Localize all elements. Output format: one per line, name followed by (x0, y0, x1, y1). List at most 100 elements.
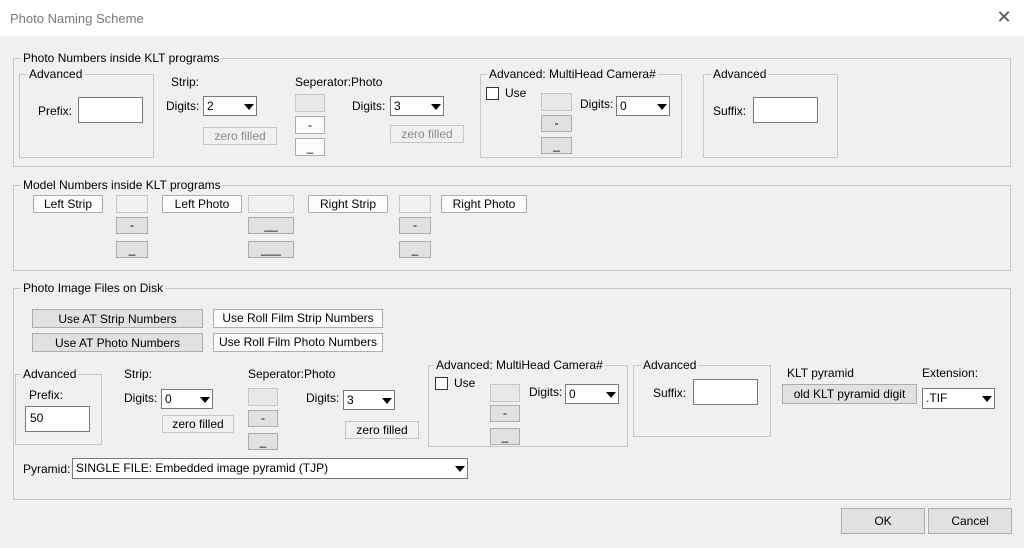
photo-zero-filled-check[interactable]: zero filled (390, 125, 464, 143)
pyramid-select[interactable]: SINGLE FILE: Embedded image pyramid (TJP… (72, 458, 468, 479)
right-strip-button[interactable]: Right Strip (308, 195, 388, 213)
model-sep1-underscore-button[interactable]: _ (116, 241, 148, 258)
suffix-label: Suffix: (713, 104, 747, 118)
strip-digits-select[interactable]: 2 (203, 96, 257, 116)
extension-label: Extension: (922, 366, 979, 380)
window-title: Photo Naming Scheme (10, 11, 144, 26)
file-strip-label: Strip: (124, 367, 153, 381)
separator-none-button[interactable] (295, 94, 325, 112)
klt-pyramid-label: KLT pyramid (787, 366, 854, 380)
file-multihead-digits-select[interactable]: 0 (565, 384, 619, 404)
use-roll-photo-button[interactable]: Use Roll Film Photo Numbers (213, 333, 383, 352)
chevron-down-icon (378, 391, 394, 409)
file-photo-digits-value: 3 (347, 393, 354, 407)
multihead-legend: Advanced: MultiHead Camera# (487, 67, 658, 81)
multihead-use-checkbox[interactable] (486, 87, 499, 100)
file-prefix-label: Prefix: (29, 388, 64, 402)
chevron-down-icon (451, 459, 467, 478)
close-icon[interactable]: ✕ (996, 7, 1012, 27)
strip-digits-value: 2 (207, 99, 214, 113)
image-files-legend: Photo Image Files on Disk (21, 281, 166, 295)
model-sep2-triple-underscore-button[interactable]: ___ (248, 241, 294, 258)
file-suffix-advanced-group (633, 365, 771, 437)
model-sep3-dash-button[interactable]: - (399, 217, 431, 234)
photo-digits-label: Digits: (352, 99, 386, 113)
photo-numbers-legend: Photo Numbers inside KLT programs (21, 51, 222, 65)
multihead-digits-value: 0 (620, 99, 627, 113)
model-sep2-none-button[interactable] (248, 195, 294, 213)
file-multihead-digits-value: 0 (569, 387, 576, 401)
use-at-photo-button[interactable]: Use AT Photo Numbers (32, 333, 203, 352)
separator-underscore-button[interactable]: _ (295, 138, 325, 156)
model-sep3-none-button[interactable] (399, 195, 431, 213)
model-sep1-dash-button[interactable]: - (116, 217, 148, 234)
separator-label: Seperator:Photo (295, 75, 383, 89)
file-suffix-advanced-legend: Advanced (641, 358, 699, 372)
ok-button[interactable]: OK (841, 508, 925, 534)
title-bar: Photo Naming Scheme ✕ (0, 0, 1024, 36)
separator-dash-button[interactable]: - (295, 116, 325, 134)
prefix-advanced-group (19, 74, 154, 158)
file-photo-digits-select[interactable]: 3 (343, 390, 395, 410)
file-separator-underscore-button[interactable]: _ (248, 433, 278, 450)
file-photo-zero-filled-check[interactable]: zero filled (345, 421, 419, 439)
model-sep3-underscore-button[interactable]: _ (399, 241, 431, 258)
file-multihead-none-button[interactable] (490, 384, 520, 402)
prefix-input[interactable] (78, 97, 143, 123)
prefix-advanced-legend: Advanced (27, 67, 85, 81)
photo-numbers-group (13, 58, 1011, 167)
strip-zero-filled-check[interactable]: zero filled (203, 127, 277, 145)
model-sep2-double-underscore-button[interactable]: __ (248, 217, 294, 234)
multihead-dash-button[interactable]: - (541, 115, 572, 132)
photo-digits-value: 3 (394, 99, 401, 113)
file-multihead-dash-button[interactable]: - (490, 405, 520, 422)
multihead-digits-select[interactable]: 0 (616, 96, 670, 116)
file-prefix-input[interactable]: 50 (25, 406, 90, 432)
file-strip-digits-select[interactable]: 0 (161, 389, 213, 409)
strip-label: Strip: (171, 75, 200, 89)
file-multihead-underscore-button[interactable]: _ (490, 428, 520, 445)
file-strip-digits-value: 0 (165, 392, 172, 406)
multihead-none-button[interactable] (541, 93, 572, 111)
multihead-use-label: Use (505, 86, 527, 100)
model-sep1-none-button[interactable] (116, 195, 148, 213)
photo-digits-select[interactable]: 3 (390, 96, 444, 116)
multihead-underscore-button[interactable]: _ (541, 137, 572, 154)
extension-select[interactable]: .TIF (922, 388, 995, 409)
suffix-input[interactable] (753, 97, 818, 123)
file-separator-label: Seperator:Photo (248, 367, 336, 381)
chevron-down-icon (653, 97, 669, 115)
suffix-advanced-group (703, 74, 838, 158)
use-at-strip-button[interactable]: Use AT Strip Numbers (32, 309, 203, 328)
left-photo-button[interactable]: Left Photo (162, 195, 242, 213)
chevron-down-icon (240, 97, 256, 115)
left-strip-button[interactable]: Left Strip (33, 195, 103, 213)
file-multihead-legend: Advanced: MultiHead Camera# (434, 358, 605, 372)
file-strip-zero-filled-check[interactable]: zero filled (162, 415, 234, 433)
suffix-advanced-legend: Advanced (711, 67, 769, 81)
file-multihead-use-label: Use (454, 376, 476, 390)
file-multihead-use-checkbox[interactable] (435, 377, 448, 390)
file-separator-dash-button[interactable]: - (248, 410, 278, 427)
right-photo-button[interactable]: Right Photo (441, 195, 527, 213)
file-strip-digits-label: Digits: (124, 391, 158, 405)
file-prefix-advanced-legend: Advanced (21, 367, 79, 381)
strip-digits-label: Digits: (166, 99, 200, 113)
chevron-down-icon (196, 390, 212, 408)
prefix-label: Prefix: (38, 104, 73, 118)
pyramid-label: Pyramid: (23, 462, 71, 476)
use-roll-strip-button[interactable]: Use Roll Film Strip Numbers (213, 309, 383, 328)
file-suffix-label: Suffix: (653, 386, 687, 400)
chevron-down-icon (978, 389, 994, 408)
chevron-down-icon (602, 385, 618, 403)
model-numbers-legend: Model Numbers inside KLT programs (21, 178, 223, 192)
file-suffix-input[interactable] (693, 379, 758, 405)
old-klt-pyramid-digit-button[interactable]: old KLT pyramid digit (782, 384, 917, 404)
file-photo-label: Photo (304, 367, 336, 381)
file-separator-none-button[interactable] (248, 388, 278, 406)
model-numbers-group (13, 185, 1011, 271)
photo-label: Photo (351, 75, 383, 89)
multihead-digits-label: Digits: (580, 97, 614, 111)
cancel-button[interactable]: Cancel (928, 508, 1012, 534)
extension-value: .TIF (926, 391, 948, 405)
